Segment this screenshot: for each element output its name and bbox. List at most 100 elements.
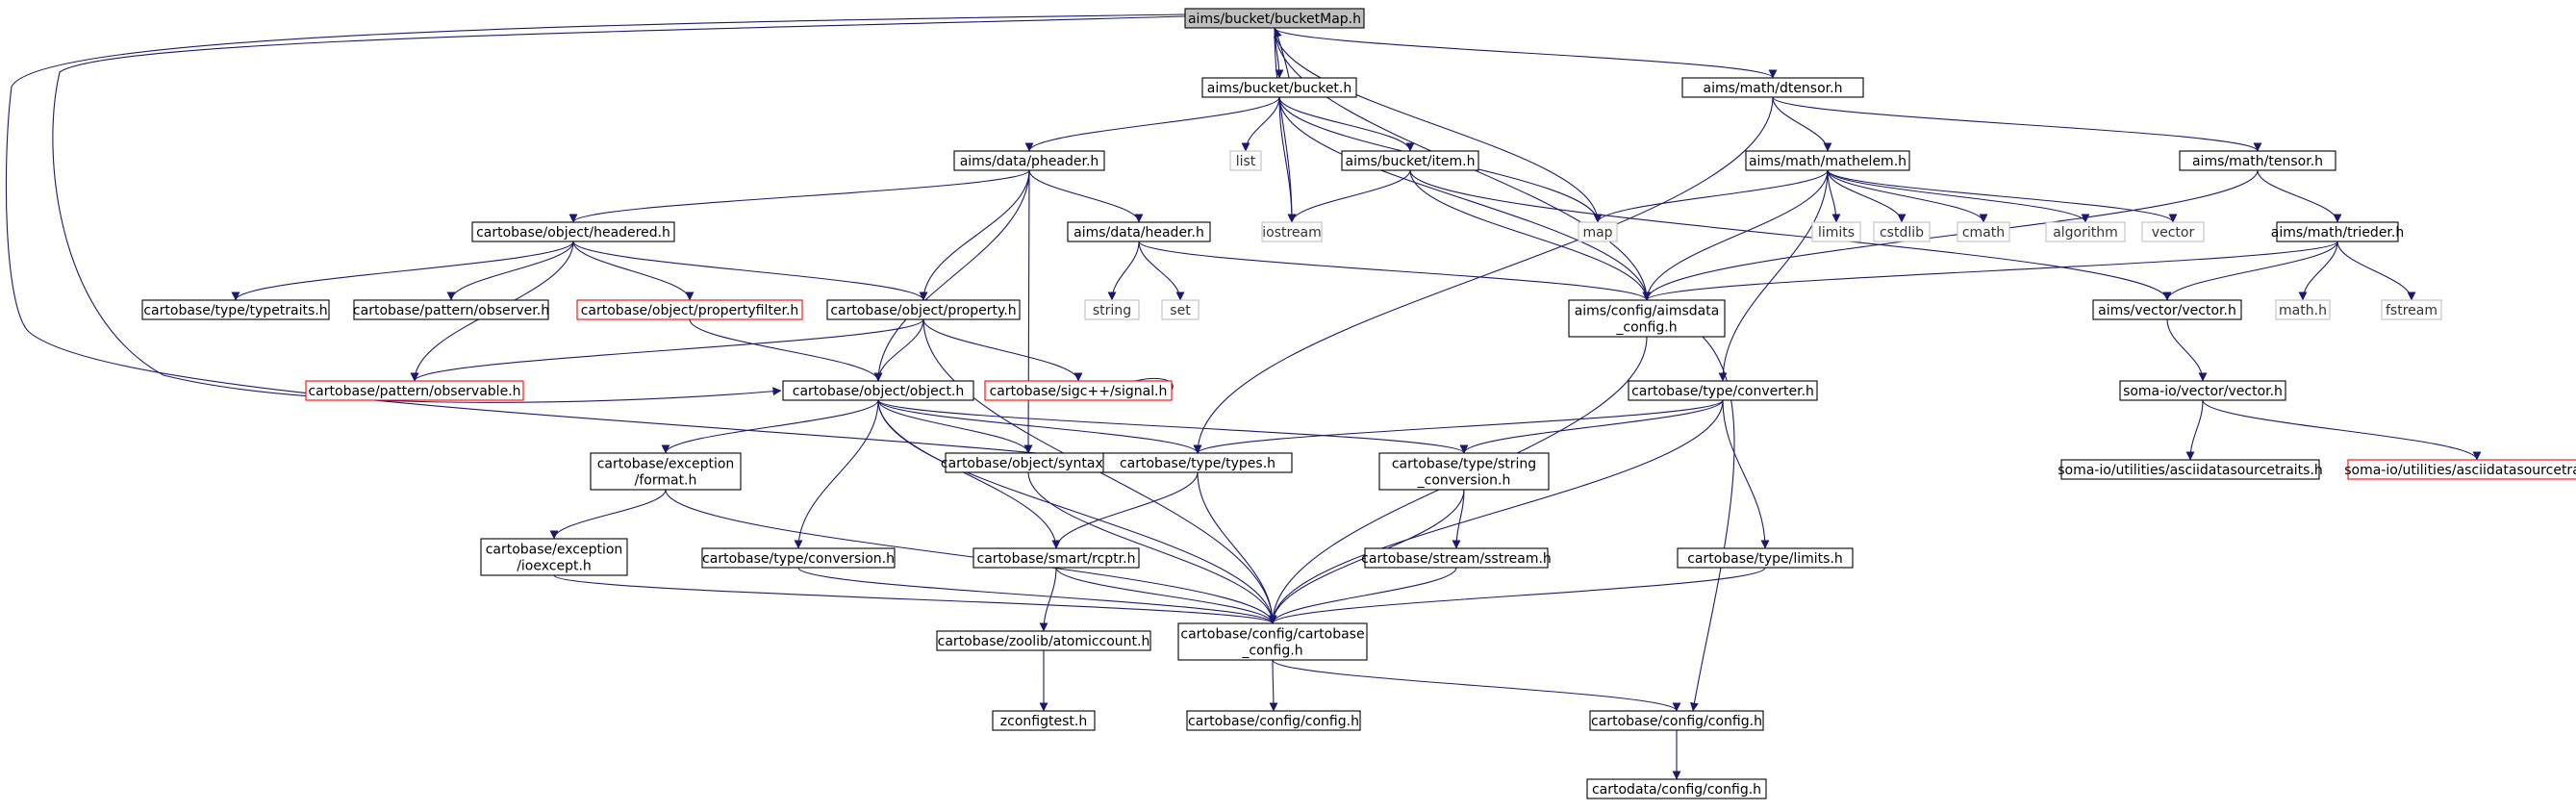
node-label: cartodata/config/config.h [1592, 782, 1761, 798]
node-label: cartobase/type/types.h [1120, 456, 1275, 471]
node-box [984, 380, 1173, 401]
node-bucket[interactable]: aims/bucket/bucket.h [1201, 77, 1357, 98]
node-box [1578, 221, 1618, 242]
edge-trieder-to-math_h [2298, 241, 2338, 301]
node-cmath: cmath [1957, 221, 2010, 242]
node-box [1568, 299, 1726, 338]
node-observer[interactable]: cartobase/pattern/observer.h [353, 299, 549, 320]
node-label: cartobase/type/string [1392, 457, 1536, 472]
node-conversion[interactable]: cartobase/type/conversion.h [701, 547, 896, 569]
node-label: cartobase/pattern/observable.h [308, 384, 520, 399]
node-format[interactable]: cartobase/exception/format.h [590, 452, 742, 491]
node-trieder[interactable]: aims/math/trieder.h [2271, 221, 2404, 242]
node-box [2381, 299, 2442, 320]
node-label: aims/math/tensor.h [2192, 154, 2323, 169]
node-item[interactable]: aims/bucket/item.h [1341, 150, 1479, 171]
node-aimsdata-config[interactable]: aims/config/aimsdata_config.h [1568, 299, 1726, 338]
node-atomiccount[interactable]: cartobase/zoolib/atomiccount.h [936, 630, 1151, 651]
edge-headered-to-property [572, 241, 928, 301]
node-property[interactable]: cartobase/object/property.h [826, 299, 1021, 320]
node-zconfigtest[interactable]: zconfigtest.h [992, 710, 1096, 731]
edge-root-to-object [52, 15, 1186, 403]
node-aimsvector[interactable]: aims/vector/vector.h [2092, 299, 2242, 320]
node-label: cartobase/type/conversion.h [702, 551, 895, 567]
node-headered[interactable]: cartobase/object/headered.h [471, 221, 675, 242]
node-fstream: fstream [2381, 299, 2442, 320]
node-pheader[interactable]: aims/data/pheader.h [953, 150, 1105, 171]
edge-mathelem-to-converter [1718, 169, 1829, 382]
node-dtensor[interactable]: aims/math/dtensor.h [1681, 77, 1864, 98]
node-label: cartobase/object/object.h [793, 384, 965, 399]
node-box [1177, 622, 1368, 661]
edge-object-to-conversion [794, 399, 879, 549]
edge-object-to-types [877, 399, 1202, 454]
node-root[interactable]: aims/bucket/bucketMap.h [1184, 8, 1365, 29]
node-label: math.h [2279, 303, 2327, 318]
node-label: aims/bucket/bucketMap.h [1188, 12, 1361, 27]
edge-types-to-rcptr [1051, 471, 1199, 549]
edge-bucket-to-aimsdata_config [1278, 96, 1652, 301]
node-ioexcept[interactable]: cartobase/exception/ioexcept.h [480, 538, 628, 576]
node-box [1745, 150, 1910, 171]
node-cstdlib: cstdlib [1873, 221, 1931, 242]
node-string-conversion[interactable]: cartobase/type/string_conversion.h [1378, 452, 1550, 491]
node-converter[interactable]: cartobase/type/converter.h [1628, 380, 1818, 401]
node-label: soma-io/vector/vector.h [2123, 384, 2283, 399]
node-box [2276, 221, 2399, 242]
edge-somavector-to-ascii2 [2202, 399, 2482, 461]
edge-header-to-string [1107, 241, 1140, 301]
node-tensor[interactable]: aims/math/tensor.h [2179, 150, 2336, 171]
edge-pheader-to-syntax [1023, 169, 1033, 454]
node-box [953, 150, 1105, 171]
node-label: string [1093, 303, 1131, 318]
node-propertyfilter[interactable]: cartobase/object/propertyfilter.h [576, 299, 803, 320]
node-rcptr[interactable]: cartobase/smart/rcptr.h [972, 547, 1140, 569]
edge-item-to-iostream [1287, 169, 1411, 223]
node-cartodata-config[interactable]: cartodata/config/config.h [1586, 778, 1767, 799]
node-types[interactable]: cartobase/type/types.h [1102, 452, 1293, 473]
edge-aimsdata_config-to-cb_config2 [1689, 336, 1735, 712]
node-vector: vector [2141, 221, 2205, 242]
node-box [2179, 150, 2336, 171]
node-ascii1[interactable]: soma-io/utilities/asciidatasourcetraits.… [2058, 459, 2323, 480]
node-cb-config[interactable]: cartobase/config/config.h [1186, 710, 1361, 731]
node-iostream: iostream [1261, 221, 1323, 242]
edge-converter-to-typelimits [1722, 399, 1770, 549]
node-cb-config2[interactable]: cartobase/config/config.h [1589, 710, 1764, 731]
node-ascii2[interactable]: soma-io/utilities/asciidatasourcetraits.… [2344, 459, 2576, 480]
node-object[interactable]: cartobase/object/object.h [782, 380, 974, 401]
node-header[interactable]: aims/data/header.h [1067, 221, 1211, 242]
node-label: aims/config/aimsdata [1575, 304, 1720, 319]
node-observable[interactable]: cartobase/pattern/observable.h [305, 380, 524, 401]
edge-propertyfilter-to-object [689, 318, 883, 382]
node-typelimits[interactable]: cartobase/type/limits.h [1677, 547, 1854, 569]
node-label: cartobase/object/property.h [830, 303, 1016, 318]
node-mathelem[interactable]: aims/math/mathelem.h [1745, 150, 1910, 171]
node-label: aims/data/header.h [1073, 225, 1204, 241]
node-cartobase-config[interactable]: cartobase/config/cartobase_config.h [1177, 622, 1368, 661]
node-box [1201, 77, 1357, 98]
node-label: soma-io/utilities/asciidatasourcetraits.… [2058, 463, 2323, 478]
node-signal[interactable]: cartobase/sigc++/signal.h [984, 380, 1173, 401]
node-typetraits[interactable]: cartobase/type/typetraits.h [141, 299, 330, 320]
node-box [1681, 77, 1864, 98]
node-label: cartobase/stream/sstream.h [1361, 551, 1552, 567]
edge-item-to-aimsvector [1409, 169, 2172, 301]
node-syntax[interactable]: cartobase/object/syntax.h [941, 452, 1116, 473]
node-sstream[interactable]: cartobase/stream/sstream.h [1361, 547, 1552, 569]
node-label: map [1582, 225, 1612, 241]
edge-sstream-to-cartobase_config [1268, 567, 1457, 624]
edge-headered-to-observer [446, 241, 574, 301]
node-algorithm: algorithm [2045, 221, 2126, 242]
node-box [2060, 459, 2320, 480]
node-label: cartobase/exception [486, 543, 623, 558]
node-box [1378, 452, 1550, 491]
edge-bucket-to-iostream [1278, 96, 1297, 223]
node-label: /ioexcept.h [517, 559, 592, 574]
node-box [782, 380, 974, 401]
node-box [1341, 150, 1479, 171]
node-label: _config.h [1241, 644, 1302, 659]
node-box [1628, 380, 1818, 401]
node-box [1811, 221, 1861, 242]
node-somavector[interactable]: soma-io/vector/vector.h [2119, 380, 2286, 401]
